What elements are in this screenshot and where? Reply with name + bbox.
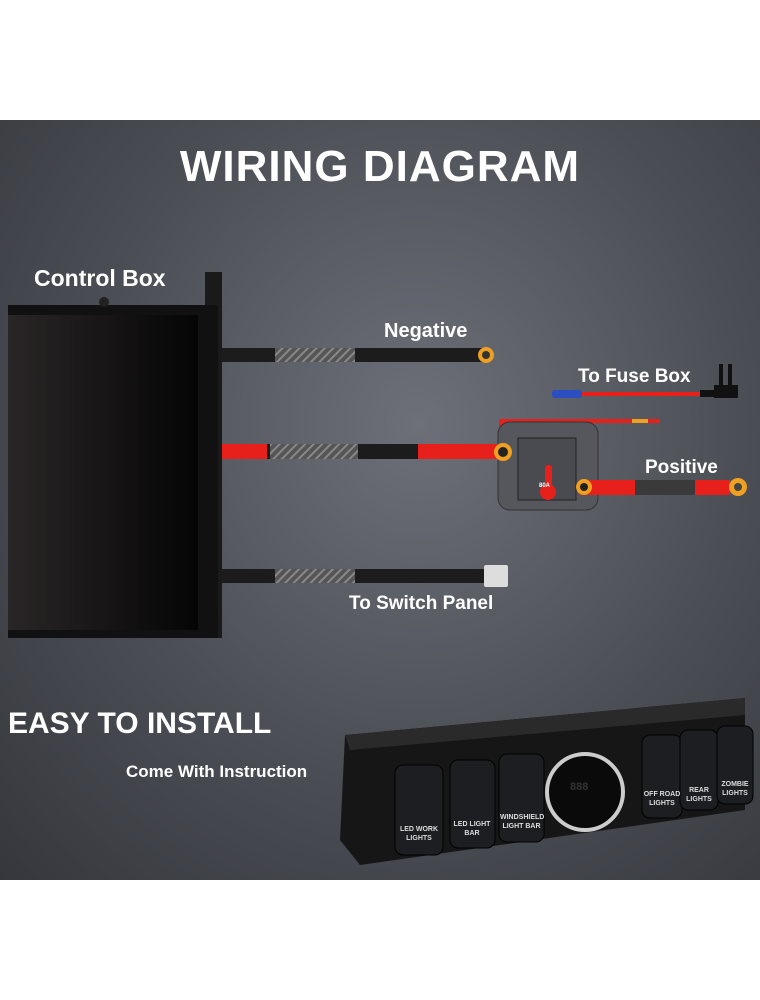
positive-label: Positive: [645, 457, 718, 478]
switch-label: LED LIGHT BAR: [453, 821, 491, 837]
switch-label: ZOMBIE LIGHTS: [721, 781, 749, 797]
negative-wire: [222, 347, 494, 363]
breaker-rating: 80A: [539, 483, 551, 489]
install-subheading: Come With Instruction: [126, 762, 308, 781]
negative-label: Negative: [384, 320, 468, 342]
voltmeter-display: 888: [570, 781, 589, 793]
switch-label: REAR LIGHTS: [686, 787, 712, 803]
control-box-label: Control Box: [34, 265, 166, 291]
fuse-box-label: To Fuse Box: [578, 366, 691, 387]
switch-label: WINDSHIELD LIGHT BAR: [500, 814, 545, 830]
switch-panel-illustration: [340, 698, 754, 865]
install-heading: EASY TO INSTALL: [8, 707, 272, 740]
page-title: WIRING DIAGRAM: [179, 142, 581, 191]
fuse-tap-wire: [552, 364, 738, 398]
wiring-illustration: [8, 272, 754, 865]
switch-label: LED WORK LIGHTS: [399, 826, 439, 842]
control-box: [8, 272, 222, 638]
switch-label: OFF ROAD LIGHTS: [643, 791, 681, 807]
positive-wire: [222, 419, 747, 511]
diagram-panel: WIRING DIAGRAM Control Box Negative To F…: [0, 120, 760, 880]
switch-panel-wire: [222, 565, 508, 587]
switch-panel-label: To Switch Panel: [349, 593, 494, 614]
